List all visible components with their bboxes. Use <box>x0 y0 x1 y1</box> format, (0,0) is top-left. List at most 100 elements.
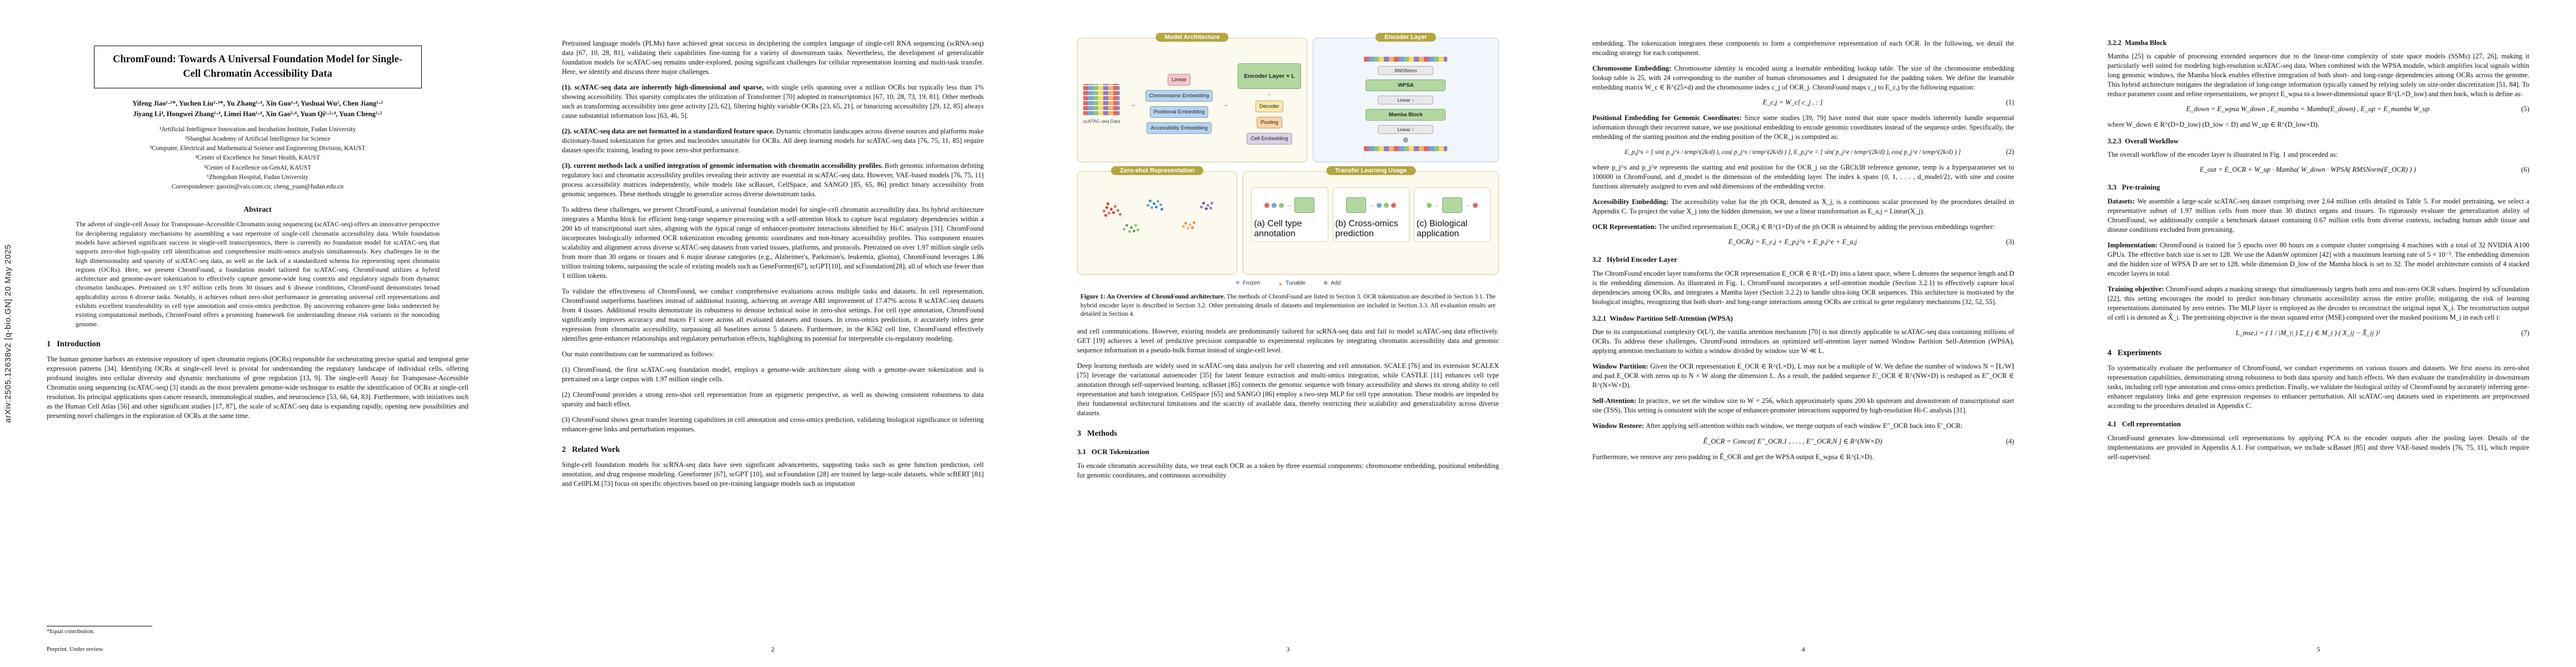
section-heading-introduction: 1 Introduction <box>47 340 101 349</box>
transfer-card-biological: →→ (c) Biological application <box>1413 187 1491 242</box>
footnote-area: *Equal contribution. <box>47 626 269 635</box>
affiliation-4: ⁴Center of Excellence for Smart Health, … <box>195 155 320 162</box>
model-box-graphic <box>1442 197 1462 213</box>
arrow-down-icon: ↓ <box>1268 91 1271 98</box>
arrow-right-icon: → <box>1433 202 1440 208</box>
cluster-dots <box>1149 200 1152 202</box>
paragraph: Due to its computational complexity O(L²… <box>1592 328 2014 355</box>
legend-tunable: ▲Tunable <box>1278 280 1306 286</box>
preprint-notice: Preprint. Under review. <box>47 646 104 653</box>
contributions-intro: Our main contributions can be summarized… <box>562 350 714 358</box>
equation-4-formula: Ê_OCR = Concat[ E″_OCR,1 , . . . , E″_OC… <box>1703 437 1882 445</box>
arrow-right-icon: → <box>1368 202 1374 208</box>
equation-7-formula: L_mse,i = ( 1 / |M_i| ) Σ_( j ∈ M_i ) ( … <box>2235 329 2380 337</box>
authors-line-1: Yifeng Jiao¹·²*, Yuchen Liu²·³*, Yu Zhan… <box>132 99 383 108</box>
subsubsection-heading-mamba: 3.2.2 Mamba Block <box>2107 39 2167 47</box>
pooling-box: Pooling <box>1257 116 1282 128</box>
equation-6: E_out = E_OCR + W_up · Mamba( W_down · W… <box>2107 166 2529 174</box>
input-label: scATAC-seq Data <box>1083 118 1120 124</box>
section-heading-experiments: 4 Experiments <box>2107 349 2162 357</box>
annotation-diagram: → <box>1254 191 1325 219</box>
arrow-right-icon: → <box>1286 202 1293 208</box>
linear-up-box: Linear ↑ <box>1378 125 1434 134</box>
subsection-heading-pretraining: 3.3 Pre-training <box>2107 183 2160 191</box>
cluster-dots <box>1125 224 1128 227</box>
intro-paragraph: The human genome harbors an extensive re… <box>47 355 469 420</box>
paragraph: Mamba [25] is capable of processing exte… <box>2107 52 2529 98</box>
transfer-caption-c: (c) Biological application <box>1416 219 1468 238</box>
rmsnorm-box: RMSNorm <box>1378 66 1434 75</box>
paragraph: To validate the effectiveness of ChromFo… <box>562 287 984 342</box>
challenge-3-lead: (3). current methods lack a unified inte… <box>562 162 883 170</box>
window-partition-paragraph: Window Partition: Given the OCR represen… <box>1592 362 2014 390</box>
subsubsection-heading-overall-workflow: 3.2.3 Overall Workflow <box>2107 137 2179 145</box>
subsection-heading-ocr-tokenization: 3.1 OCR Tokenization <box>1077 447 1149 456</box>
legend-tunable-label: Tunable <box>1285 280 1306 286</box>
paragraph: To encode chromatin accessibility data, … <box>1077 461 1499 479</box>
window-partition-text: Given the OCR representation E_OCR ∈ R^(… <box>1592 362 2015 389</box>
equation-1-formula: E_c,j = W_c[ c_j , : ] <box>1762 98 1823 106</box>
chromosome-embedding-lead: Chromosome Embedding: <box>1592 64 1675 72</box>
implementation-lead: Implementation: <box>2107 241 2160 249</box>
datasets-paragraph: Datasets: We assemble a large-scale scAT… <box>2107 197 2529 235</box>
contribution-3: (3) ChromFound shows great transfer lear… <box>562 416 984 433</box>
equation-2: E_p,j^s = [ sin( p_j^s / temp^(2k/d) ), … <box>1592 148 2014 156</box>
paragraph: where W_down ∈ R^(D×D_low) (D_low < D) a… <box>2107 121 2320 128</box>
abstract-heading: Abstract <box>243 205 272 214</box>
section-heading-related-work: 2 Related Work <box>562 445 620 454</box>
arrow-right-icon: → <box>1464 202 1471 208</box>
equation-4: Ê_OCR = Concat[ E″_OCR,1 , . . . , E″_OC… <box>1592 437 2014 446</box>
positional-embedding-lead: Positional Embedding for Genomic Coordin… <box>1592 114 1745 122</box>
equation-5: E_down = E_wpsa W_down , E_mamba = Mamba… <box>2107 105 2529 113</box>
page-4: embedding. The tokenization integrates t… <box>1546 0 2061 667</box>
transfer-caption-b: (b) Cross-omics prediction <box>1335 219 1398 238</box>
page-3: Model Architecture scATAC-seq Data → Lin… <box>1030 0 1546 667</box>
subsection-heading-cell-representation: 4.1 Cell representation <box>2107 420 2181 428</box>
legend-frozen-label: Frozen <box>1243 280 1260 286</box>
training-objective-text: ChromFound adopts a masking strategy tha… <box>2107 285 2529 321</box>
correspondence-line: Correspondence: gaoxin@vais.com.cn; chen… <box>171 183 344 191</box>
model-box-graphic <box>1346 197 1366 213</box>
model-architecture-panel: Model Architecture scATAC-seq Data → Lin… <box>1077 33 1307 162</box>
paper-title: ChromFound: Towards A Universal Foundati… <box>93 46 422 89</box>
crossomics-diagram: → <box>1336 191 1407 219</box>
page-5: 3.2.2 Mamba Block Mamba [25] is capable … <box>2061 0 2576 667</box>
cell-embedding-box: Cell Embedding <box>1247 132 1292 145</box>
accessibility-embedding-text: The accessibility value for the jth OCR,… <box>1592 198 2014 215</box>
page-number: 5 <box>2316 645 2320 653</box>
legend-add-label: Add <box>1331 280 1341 286</box>
equation-2-number: (2) <box>2006 148 2014 156</box>
positional-embedding-text: Since some studies [39, 79] have noted t… <box>1592 114 2014 141</box>
umap-scatter-graphic <box>1083 185 1231 247</box>
section-heading-methods: 3 Methods <box>1077 429 1118 438</box>
flame-icon: ▲ <box>1278 280 1283 286</box>
footnote-text: *Equal contribution. <box>47 629 95 635</box>
zero-shot-representation-panel: Zero-shot Representation <box>1077 166 1238 275</box>
cluster-dots <box>1184 222 1187 225</box>
model-box-graphic <box>1294 197 1315 213</box>
add-icon: ⊕ <box>1402 135 1409 144</box>
figure-caption-lead: Figure 1: An Overview of ChromFound arch… <box>1080 293 1225 300</box>
accessibility-embedding-paragraph: Accessibility Embedding: The accessibili… <box>1592 197 2014 216</box>
transfer-learning-panel: Transfer Learning Usage → (a) Cell type … <box>1243 166 1499 275</box>
biological-diagram: →→ <box>1417 191 1488 219</box>
ocr-representation-text: The unified representation E_OCR,j ∈ R^(… <box>1658 223 1995 231</box>
token-strip-graphic <box>1364 146 1448 152</box>
cluster-dots <box>1105 206 1108 209</box>
equation-1-number: (1) <box>2006 98 2014 106</box>
affiliation-6: ⁶Zhongshan Hospital, Fudan University <box>207 173 308 181</box>
arxiv-stamp: arXiv:2505.12638v2 [q-bio.GN] 20 May 202… <box>3 244 13 423</box>
linear-down-box: Linear ↓ <box>1378 95 1434 104</box>
paragraph: embedding. The tokenization integrates t… <box>1592 39 2014 57</box>
figure-1: Model Architecture scATAC-seq Data → Lin… <box>1077 33 1499 319</box>
paragraph: The ChromFound encoder layer transforms … <box>1592 270 2014 306</box>
equation-6-formula: E_out = E_OCR + W_up · Mamba( W_down · W… <box>2199 166 2416 173</box>
subsubsection-heading-wpsa: 3.2.1 Window Partition Self-Attention (W… <box>1592 315 1733 322</box>
training-objective-paragraph: Training objective: ChromFound adopts a … <box>2107 285 2529 322</box>
implementation-text: ChromFound is trained for 5 epochs over … <box>2107 241 2529 277</box>
challenge-3-text: Both genomic information defining regula… <box>562 162 984 198</box>
equation-6-number: (6) <box>2521 166 2529 173</box>
cluster-dots <box>1202 202 1205 205</box>
transfer-caption-a: (a) Cell type annotation <box>1254 219 1302 238</box>
subsection-heading-hybrid-encoder: 3.2 Hybrid Encoder Layer <box>1592 255 1677 263</box>
